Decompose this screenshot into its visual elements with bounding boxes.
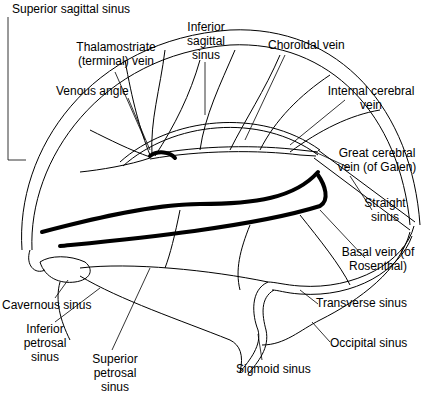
- structure-label: Straight sinus: [350, 196, 420, 224]
- deep-vein: [290, 110, 380, 152]
- thalamostriate-vein: [125, 60, 150, 155]
- ophthalmic-vein: [29, 250, 45, 271]
- leader-line: [258, 334, 262, 360]
- leader-line: [290, 100, 345, 145]
- basal-vein: [42, 152, 326, 246]
- structure-label: Cavernous sinus: [2, 298, 122, 312]
- cavernous-sinus: [40, 257, 90, 283]
- deep-vein: [165, 210, 180, 268]
- leader-line: [55, 280, 68, 298]
- sigmoid-sinus: [248, 290, 274, 374]
- choroidal-vein: [230, 55, 280, 150]
- structure-label: Sigmoid sinus: [236, 362, 346, 376]
- septal-vein: [155, 60, 200, 156]
- deep-vein: [200, 50, 235, 150]
- structure-label: Transverse sinus: [316, 296, 428, 310]
- deep-vein: [90, 130, 150, 157]
- leader-bracket: [8, 17, 26, 160]
- leader-line: [115, 72, 145, 140]
- leader-line: [112, 268, 150, 350]
- structure-label: Basal vein (of Rosenthal): [330, 245, 426, 273]
- deep-vein: [80, 158, 150, 172]
- structure-label: Choroidal vein: [268, 38, 378, 52]
- structure-label: Occipital sinus: [330, 336, 428, 350]
- structure-label: Thalamostriate (terminal) vein: [70, 40, 162, 68]
- structure-label: Venous angle: [56, 84, 166, 98]
- basal-vein-path: [60, 175, 326, 246]
- basal-vein-path: [42, 172, 318, 232]
- internal-cerebral-vein: [150, 152, 316, 159]
- structure-label: Superior petrosal sinus: [82, 352, 148, 394]
- sinus-outlines: [22, 30, 420, 374]
- inferior-sagittal-sinus: [120, 122, 320, 162]
- structure-label: Internal cerebral vein: [318, 84, 424, 112]
- sigmoid-sinus: [240, 282, 268, 372]
- leader-line: [205, 62, 206, 115]
- venous-angle-mark: [150, 152, 175, 158]
- structure-label: Inferior sagittal sinus: [178, 20, 234, 62]
- structure-label: Superior sagittal sinus: [12, 2, 212, 16]
- leader-line: [312, 322, 330, 342]
- structure-label: Inferior petrosal sinus: [12, 322, 78, 364]
- superior-petrosal-sinus: [80, 266, 268, 282]
- deep-vein: [238, 225, 250, 290]
- leader-line: [245, 55, 285, 140]
- structure-label: Great cerebral vein (of Galen): [328, 146, 426, 174]
- superior-sagittal-sinus: [22, 30, 420, 250]
- leader-line: [300, 290, 318, 304]
- leader-line: [128, 98, 150, 150]
